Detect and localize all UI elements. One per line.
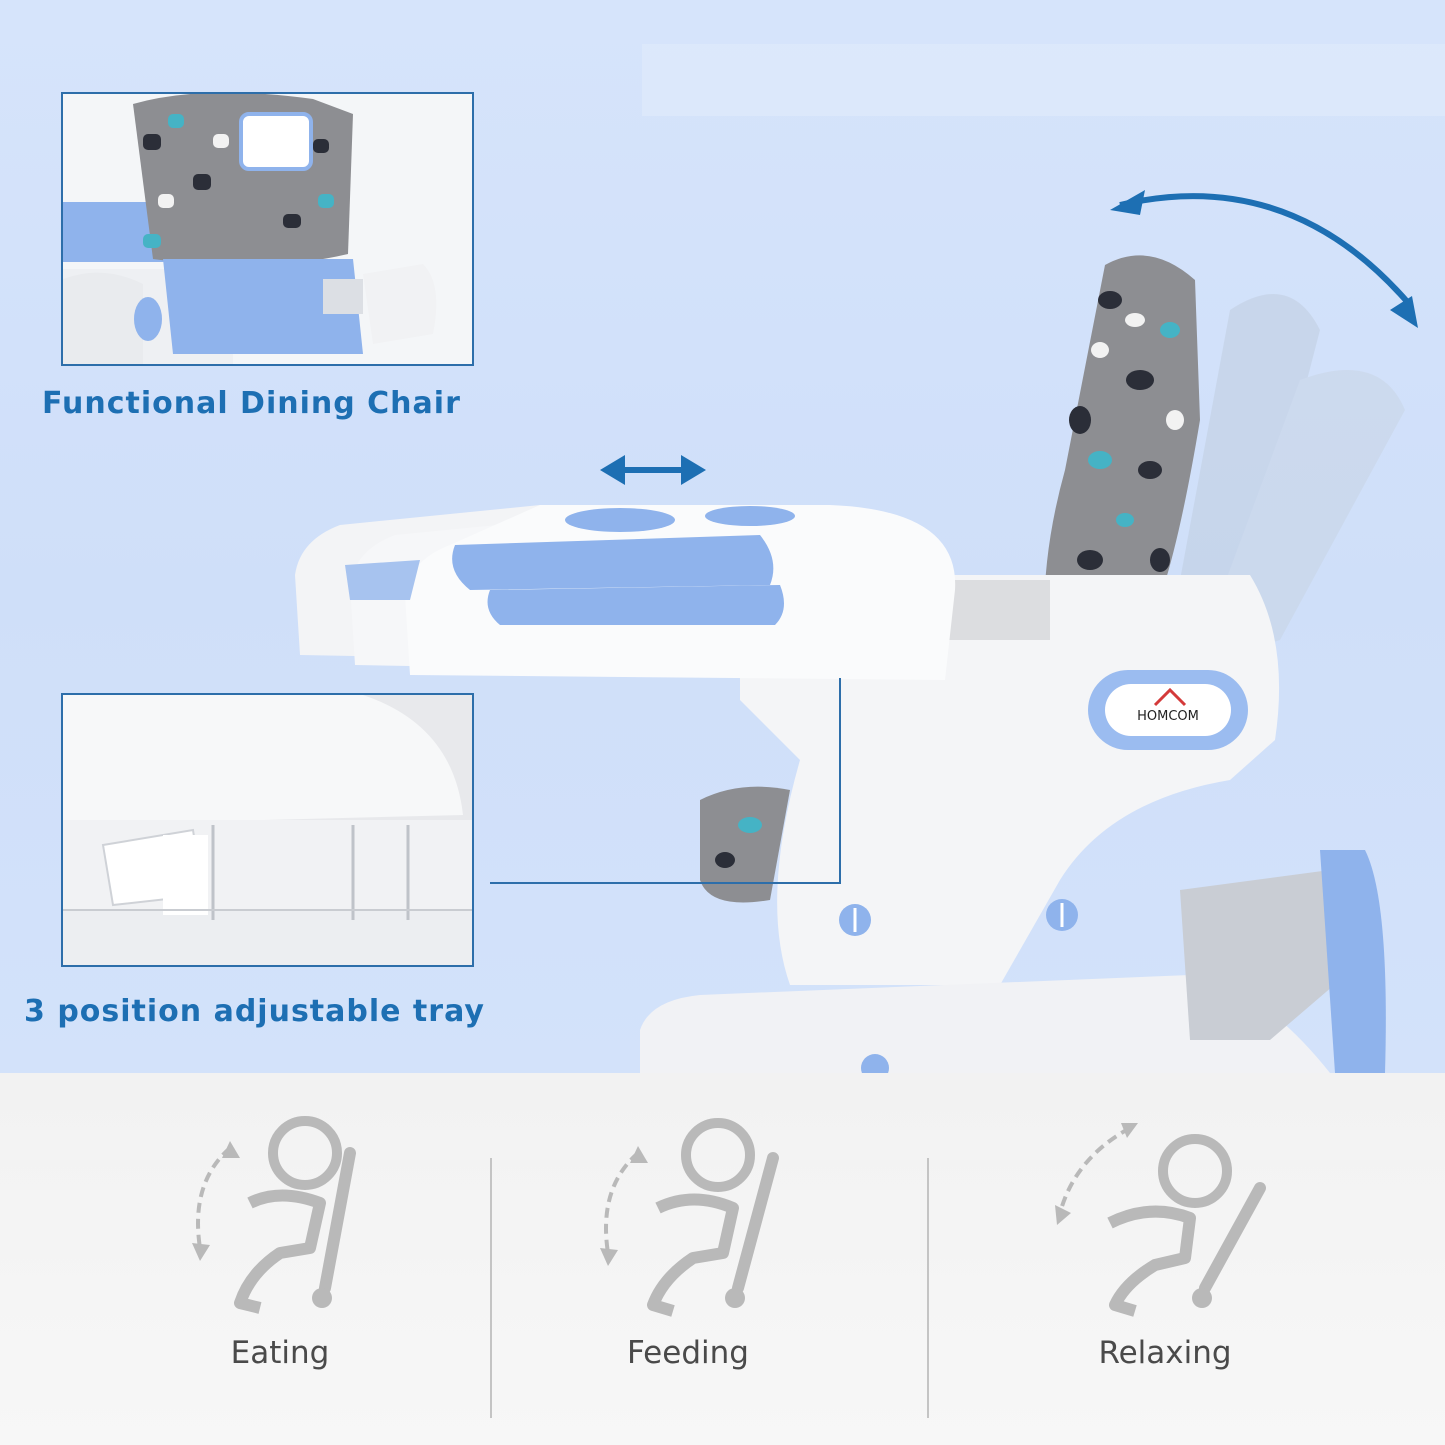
recline-modes-panel: Eating Feeding Relaxing: [0, 1073, 1445, 1445]
tray-caption: 3 position adjustable tray: [24, 994, 485, 1029]
mode-relaxing: Relaxing: [1015, 1073, 1315, 1445]
rear-leg: [1320, 850, 1386, 1073]
dining-chair-inset: [61, 92, 474, 366]
background-highlight: [642, 44, 1445, 116]
recline-arrow: [1119, 193, 1413, 307]
mode-label-relaxing: Relaxing: [1098, 1335, 1232, 1371]
ghost-backrests: [1180, 294, 1405, 646]
brand-logo: HOMCOM: [1088, 670, 1248, 750]
product-hero: HOMCOM: [0, 0, 1445, 1073]
logo-text: HOMCOM: [1137, 709, 1199, 724]
backrest-cushion: [1044, 255, 1200, 640]
tray-slide-arrow: [600, 455, 706, 485]
high-chair-illustration: HOMCOM: [295, 190, 1418, 1073]
seat-recline-upright-icon: [192, 1116, 356, 1314]
mode-eating: Eating: [130, 1073, 430, 1445]
seat-recline-full-icon: [1055, 1123, 1266, 1317]
tray-positions: [295, 505, 956, 680]
divider: [927, 1158, 929, 1418]
seat-recline-mid-icon: [600, 1118, 779, 1317]
callout-line: [490, 678, 841, 884]
rocker-base: [640, 975, 1330, 1073]
dining-chair-caption: Functional Dining Chair: [42, 386, 461, 421]
mode-feeding: Feeding: [538, 1073, 838, 1445]
divider: [490, 1158, 492, 1418]
mode-label-eating: Eating: [230, 1335, 330, 1371]
mode-label-feeding: Feeding: [627, 1335, 749, 1371]
footrest-cushion: [700, 786, 790, 903]
tray-mechanism-inset: [61, 693, 474, 967]
